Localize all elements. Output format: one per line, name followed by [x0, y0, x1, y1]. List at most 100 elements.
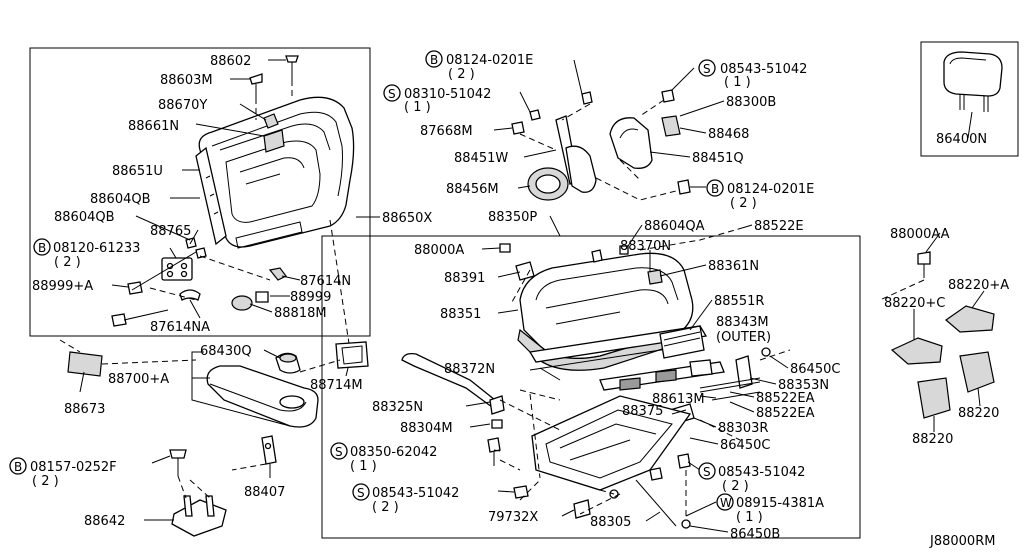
label-88220-right: 88220: [958, 406, 999, 421]
mark-s1: S: [388, 87, 396, 101]
label-68430q: 68430Q: [200, 344, 252, 359]
label-08124-b: 08124-0201E: [727, 182, 814, 197]
label-88220-bottom: 88220: [912, 432, 953, 447]
label-08915: 08915-4381A: [736, 496, 824, 511]
seatback-drawing: [195, 96, 355, 249]
circle-marks: B S S B B S S S W B: [9, 50, 734, 511]
label-87614na: 87614NA: [150, 320, 210, 335]
label-88220a: 88220+A: [948, 278, 1009, 293]
label-88300b: 88300B: [726, 95, 776, 110]
label-08915-qty: ( 1 ): [736, 510, 763, 525]
label-08124-a-qty: ( 2 ): [448, 67, 475, 82]
label-88522e: 88522E: [754, 219, 804, 234]
label-08124-a: 08124-0201E: [446, 53, 533, 68]
label-88604qa: 88604QA: [644, 219, 705, 234]
label-88673: 88673: [64, 402, 105, 417]
recliner-hardware: [511, 89, 691, 201]
label-88714m: 88714M: [310, 378, 363, 393]
label-08120-qty: ( 2 ): [54, 255, 81, 270]
mark-b3: B: [38, 241, 46, 255]
label-88613m: 88613M: [652, 392, 705, 407]
seatback-hardware: [111, 55, 299, 327]
label-88602: 88602: [210, 54, 251, 69]
label-88304m: 88304M: [400, 421, 453, 436]
mark-b4: B: [14, 460, 22, 474]
label-08543-b-qty: ( 2 ): [372, 500, 399, 515]
label-88220c: 88220+C: [884, 296, 945, 311]
armrest-drawing: [67, 341, 369, 465]
headrest-drawing: [943, 51, 1003, 112]
label-08157: 08157-0252F: [30, 460, 117, 475]
label-88999a: 88999+A: [32, 279, 93, 294]
label-86400n: 86400N: [936, 132, 987, 147]
label-86450c-b: 86450C: [720, 438, 770, 453]
label-88522ea-b: 88522EA: [756, 406, 815, 421]
label-08350-qty: ( 1 ): [350, 459, 377, 474]
armrest-dashes: [101, 359, 341, 471]
label-88456m: 88456M: [446, 182, 499, 197]
label-08543-c: 08543-51042: [718, 465, 805, 480]
label-88000a: 88000A: [414, 243, 464, 258]
label-88670y: 88670Y: [158, 98, 207, 113]
label-86450c-a: 86450C: [790, 362, 840, 377]
label-08543-a-qty: ( 1 ): [724, 75, 751, 90]
label-88375: 88375: [622, 404, 663, 419]
label-88361n: 88361N: [708, 259, 759, 274]
label-88372n: 88372N: [444, 362, 495, 377]
label-88451q: 88451Q: [692, 151, 744, 166]
label-88551r: 88551R: [714, 294, 764, 309]
label-88000aa: 88000AA: [890, 227, 950, 242]
seat-cushion-assembly-box: [321, 235, 861, 539]
label-88343m-outer: (OUTER): [716, 330, 771, 345]
label-88391: 88391: [444, 271, 485, 286]
label-08310-qty: ( 1 ): [404, 100, 431, 115]
label-88765: 88765: [150, 224, 191, 239]
seat-frame-drawing: [528, 325, 771, 433]
label-88468: 88468: [708, 127, 749, 142]
part-labels: 88602 88603M 88670Y 88661N 88651U 88604Q…: [30, 53, 1009, 549]
label-08543-b: 08543-51042: [372, 486, 459, 501]
label-08157-qty: ( 2 ): [32, 474, 59, 489]
mark-s4: S: [357, 486, 365, 500]
label-88522ea-a: 88522EA: [756, 391, 815, 406]
label-88604qb-a: 88604QB: [90, 192, 151, 207]
label-88603m: 88603M: [160, 73, 213, 88]
label-88999: 88999: [290, 290, 331, 305]
label-87668m: 87668M: [420, 124, 473, 139]
label-88305: 88305: [590, 515, 631, 530]
label-08124-b-qty: ( 2 ): [730, 196, 757, 211]
bracket-drawing: [169, 449, 227, 537]
label-88650x: 88650X: [382, 211, 432, 226]
mark-w1: W: [720, 496, 732, 510]
label-08310: 08310-51042: [404, 87, 491, 102]
label-88642: 88642: [84, 514, 125, 529]
label-88343m: 88343M: [716, 315, 769, 330]
mark-s3: S: [335, 445, 343, 459]
label-08543-c-qty: ( 2 ): [722, 479, 749, 494]
leader-lines: [79, 59, 985, 533]
seat-dashes: [499, 227, 791, 520]
lower-frame-drawing: [487, 395, 692, 529]
label-79732x: 79732X: [488, 510, 538, 525]
label-88604qb-b: 88604QB: [54, 210, 115, 225]
mark-s2: S: [703, 62, 711, 76]
label-88651u: 88651U: [112, 164, 163, 179]
recliner-dashes: [519, 99, 681, 201]
label-88303r: 88303R: [718, 421, 768, 436]
seatback-dashes: [59, 80, 351, 353]
label-08543-a: 08543-51042: [720, 62, 807, 77]
label-88353n: 88353N: [778, 378, 829, 393]
label-88451w: 88451W: [454, 151, 508, 166]
label-87614n: 87614N: [300, 274, 351, 289]
mark-b1: B: [430, 53, 438, 67]
label-88370n: 88370N: [620, 239, 671, 254]
label-88407: 88407: [244, 485, 285, 500]
label-86450b: 86450B: [730, 527, 780, 542]
trim-covers-drawing: [879, 251, 995, 419]
headrest-box: [920, 41, 1019, 157]
seatback-assembly-box: [29, 47, 371, 337]
label-88661n: 88661N: [128, 119, 179, 134]
label-88325n: 88325N: [372, 400, 423, 415]
